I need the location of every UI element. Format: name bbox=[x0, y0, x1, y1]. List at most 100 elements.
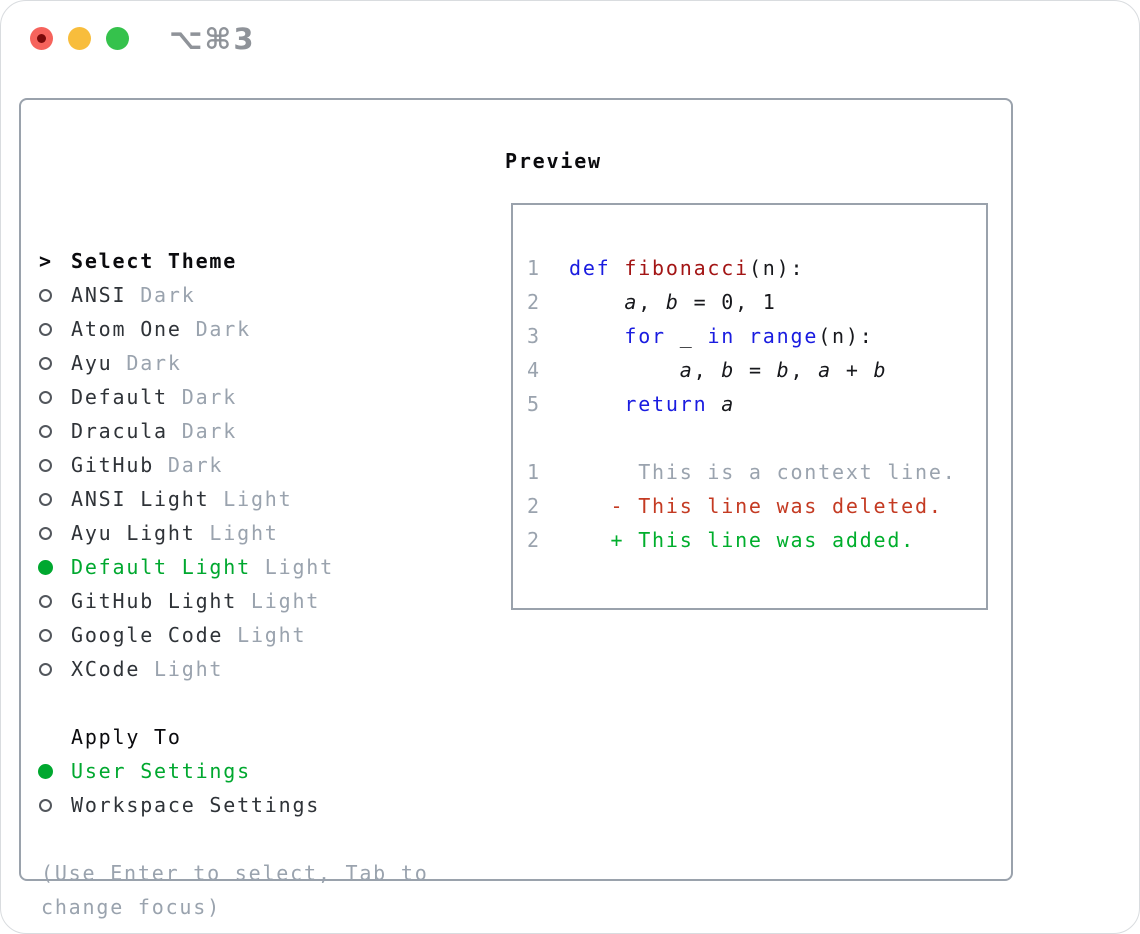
theme-name: Default Light bbox=[71, 555, 251, 579]
line-number: 3 bbox=[527, 324, 541, 348]
code-token: a bbox=[721, 392, 736, 416]
preview-line: 5 return a bbox=[527, 387, 986, 421]
theme-list-title: Select Theme bbox=[71, 249, 238, 273]
theme-tag: Dark bbox=[112, 351, 182, 375]
line-number: 2 bbox=[527, 290, 541, 314]
code-token: in bbox=[707, 324, 736, 348]
code-token: b bbox=[665, 290, 680, 314]
apply-to-title: Apply To bbox=[71, 725, 182, 749]
code-token: = 0, 1 bbox=[679, 290, 777, 314]
theme-option-ansi[interactable]: ANSI Dark bbox=[36, 278, 486, 312]
radio-icon bbox=[36, 356, 71, 370]
minimize-button[interactable] bbox=[68, 27, 91, 50]
theme-tag: Dark bbox=[167, 419, 238, 443]
preview-line: 3 for _ in range(n): bbox=[527, 319, 986, 353]
close-button[interactable] bbox=[30, 27, 53, 50]
preview-line: 2 + This line was added. bbox=[527, 523, 986, 557]
focus-chevron-icon: > bbox=[39, 249, 53, 273]
line-number: 5 bbox=[527, 392, 541, 416]
theme-option-ansi-light[interactable]: ANSI Light Light bbox=[36, 482, 486, 516]
code-token: return bbox=[624, 392, 708, 416]
theme-name: GitHub Light bbox=[71, 589, 238, 613]
theme-option-ayu[interactable]: Ayu Dark bbox=[36, 346, 486, 380]
code-token: _ bbox=[665, 324, 708, 348]
theme-tag: Light bbox=[195, 521, 279, 545]
theme-name: ANSI Light bbox=[71, 487, 210, 511]
code-token bbox=[569, 358, 680, 382]
code-token bbox=[707, 392, 721, 416]
code-token: b bbox=[721, 358, 736, 382]
radio-icon bbox=[36, 492, 71, 506]
code-token: for bbox=[624, 324, 666, 348]
code-token bbox=[569, 324, 624, 348]
code-token: + This line was added. bbox=[569, 528, 916, 552]
code-token: a bbox=[818, 358, 833, 382]
code-token: This is a context line. bbox=[569, 460, 957, 484]
radio-icon bbox=[36, 594, 71, 608]
code-token: - This line was deleted. bbox=[569, 494, 943, 518]
code-token: , bbox=[790, 358, 819, 382]
preview-line: 4 a, b = b, a + b bbox=[527, 353, 986, 387]
theme-option-github[interactable]: GitHub Dark bbox=[36, 448, 486, 482]
theme-name: XCode bbox=[71, 657, 141, 681]
theme-name: Dracula bbox=[71, 419, 168, 443]
theme-option-dracula[interactable]: Dracula Dark bbox=[36, 414, 486, 448]
line-number: 4 bbox=[527, 358, 541, 382]
title-bar: ⌥⌘3 bbox=[1, 1, 1139, 71]
code-token: a bbox=[679, 358, 694, 382]
theme-name: Ayu bbox=[71, 351, 113, 375]
theme-option-google-code[interactable]: Google Code Light bbox=[36, 618, 486, 652]
code-token: a bbox=[624, 290, 639, 314]
hint-line-1: (Use Enter to select, Tab to bbox=[41, 861, 429, 885]
preview-line bbox=[527, 421, 986, 455]
code-token bbox=[569, 290, 624, 314]
theme-option-xcode[interactable]: XCode Light bbox=[36, 652, 486, 686]
theme-option-atom-one[interactable]: Atom One Dark bbox=[36, 312, 486, 346]
theme-option-ayu-light[interactable]: Ayu Light Light bbox=[36, 516, 486, 550]
theme-tag: Dark bbox=[181, 317, 251, 341]
zoom-button[interactable] bbox=[106, 27, 129, 50]
code-token: (n): bbox=[748, 256, 805, 280]
code-token: def bbox=[569, 256, 611, 280]
theme-tag: Dark bbox=[154, 453, 224, 477]
preview-line: 1 This is a context line. bbox=[527, 455, 986, 489]
radio-icon bbox=[36, 662, 71, 676]
code-token: = bbox=[735, 358, 777, 382]
radio-icon bbox=[36, 458, 71, 472]
theme-tag: Light bbox=[237, 589, 321, 613]
apply-option-label: Workspace Settings bbox=[71, 793, 321, 817]
code-token: , bbox=[693, 358, 722, 382]
theme-name: GitHub bbox=[71, 453, 155, 477]
code-token bbox=[611, 256, 625, 280]
code-token: , bbox=[638, 290, 666, 314]
code-token: range bbox=[748, 324, 819, 348]
radio-selected-icon bbox=[36, 559, 71, 575]
apply-option-user-settings[interactable]: User Settings bbox=[36, 754, 486, 788]
apply-option-workspace-settings[interactable]: Workspace Settings bbox=[36, 788, 486, 822]
theme-option-default[interactable]: Default Dark bbox=[36, 380, 486, 414]
preview-line: 2 - This line was deleted. bbox=[527, 489, 986, 523]
radio-icon bbox=[36, 322, 71, 336]
theme-tag: Light bbox=[209, 487, 293, 511]
radio-icon bbox=[36, 798, 71, 812]
radio-selected-icon bbox=[36, 763, 71, 779]
radio-icon bbox=[36, 424, 71, 438]
theme-option-github-light[interactable]: GitHub Light Light bbox=[36, 584, 486, 618]
theme-option-default-light[interactable]: Default Light Light bbox=[36, 550, 486, 584]
preview-title: Preview bbox=[505, 149, 602, 173]
radio-icon bbox=[36, 390, 71, 404]
apply-to-header: Apply To bbox=[36, 720, 486, 754]
theme-name: ANSI bbox=[71, 283, 127, 307]
radio-icon bbox=[36, 628, 71, 642]
code-token: + bbox=[832, 358, 874, 382]
preview-line: 2 a, b = 0, 1 bbox=[527, 285, 986, 319]
line-number: 1 bbox=[527, 460, 541, 484]
line-number: 2 bbox=[527, 528, 541, 552]
theme-name: Default bbox=[71, 385, 168, 409]
theme-name: Atom One bbox=[71, 317, 182, 341]
theme-list-header: > Select Theme bbox=[36, 244, 486, 278]
radio-icon bbox=[36, 288, 71, 302]
